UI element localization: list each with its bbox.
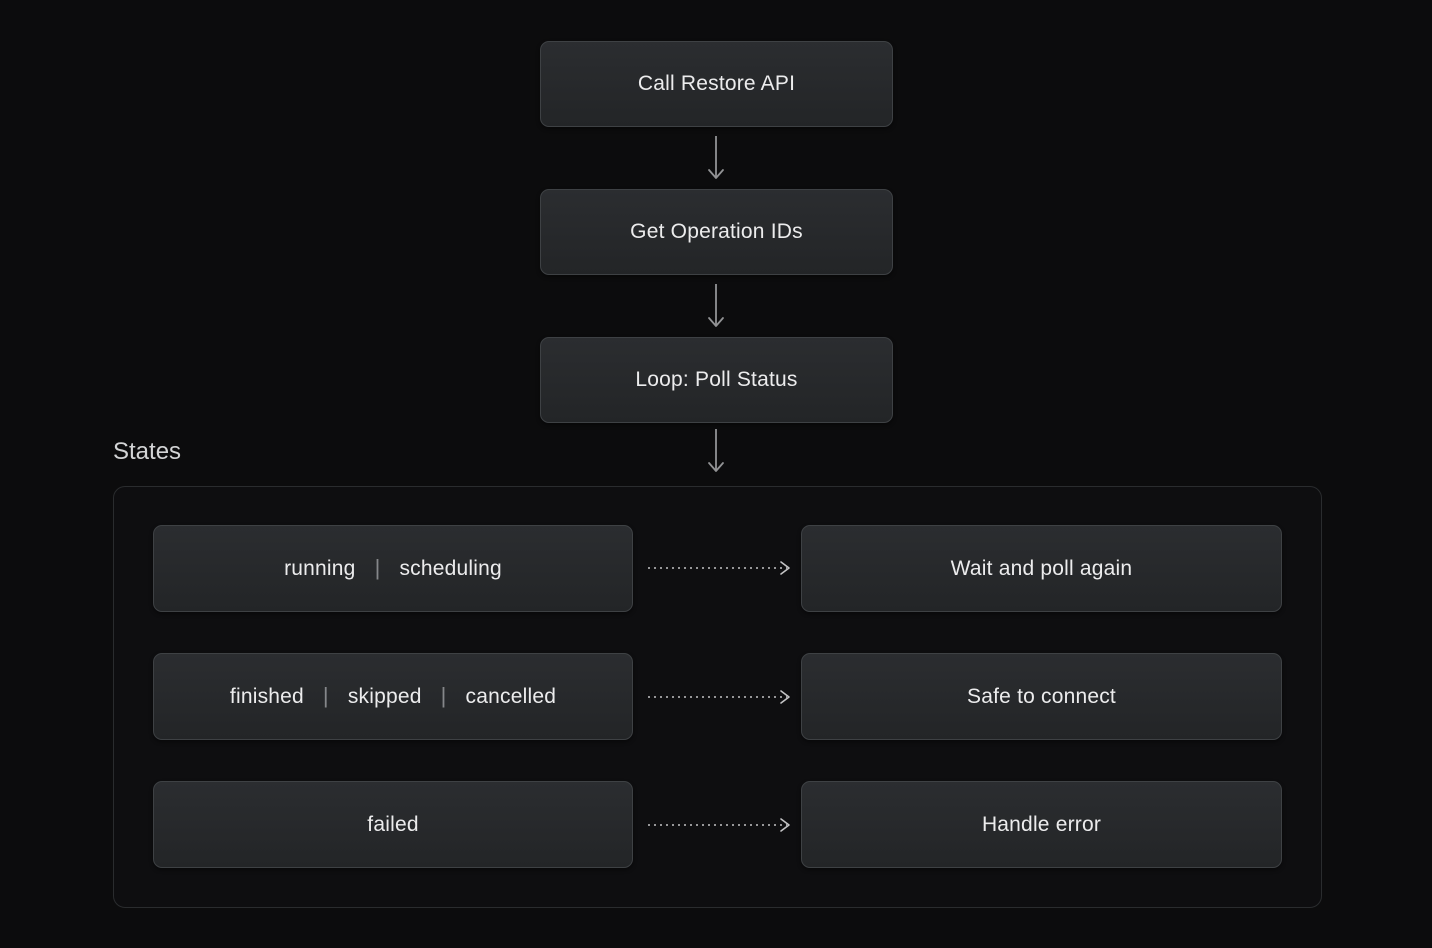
flow-step-get-operation-ids: Get Operation IDs [540, 189, 893, 275]
arrow-down-icon [705, 134, 727, 186]
state-label: cancelled [465, 684, 557, 708]
action-box-wait-and-poll-again: Wait and poll again [801, 525, 1282, 612]
dashed-arrow-right-icon [646, 688, 798, 706]
arrow-down-icon [705, 282, 727, 334]
arrow-down-icon [705, 427, 727, 479]
dashed-arrow-right-icon [646, 816, 798, 834]
action-label: Safe to connect [967, 684, 1116, 708]
state-box-finished-skipped-cancelled: finished | skipped | cancelled [153, 653, 633, 740]
separator: | [322, 682, 329, 708]
action-label: Handle error [981, 812, 1102, 836]
flow-step-loop-poll-status: Loop: Poll Status [540, 337, 893, 423]
state-label: running [284, 556, 356, 580]
flow-step-label: Call Restore API [637, 72, 796, 95]
flow-step-label: Loop: Poll Status [635, 368, 798, 391]
flow-step-label: Get Operation IDs [630, 220, 803, 243]
state-label: skipped [347, 684, 422, 708]
flow-step-call-restore-api: Call Restore API [540, 41, 893, 127]
states-section-label: States [113, 438, 182, 465]
state-label: finished [229, 684, 304, 708]
state-label: failed [367, 812, 419, 836]
states-container: running | scheduling Wait and poll again… [113, 486, 1322, 908]
state-box-running-scheduling: running | scheduling [153, 525, 633, 612]
action-box-handle-error: Handle error [801, 781, 1282, 868]
action-box-safe-to-connect: Safe to connect [801, 653, 1282, 740]
dashed-arrow-right-icon [646, 559, 798, 577]
state-label: scheduling [399, 556, 502, 580]
separator: | [374, 554, 381, 580]
action-label: Wait and poll again [950, 556, 1133, 580]
separator: | [440, 682, 447, 708]
state-box-failed: failed [153, 781, 633, 868]
